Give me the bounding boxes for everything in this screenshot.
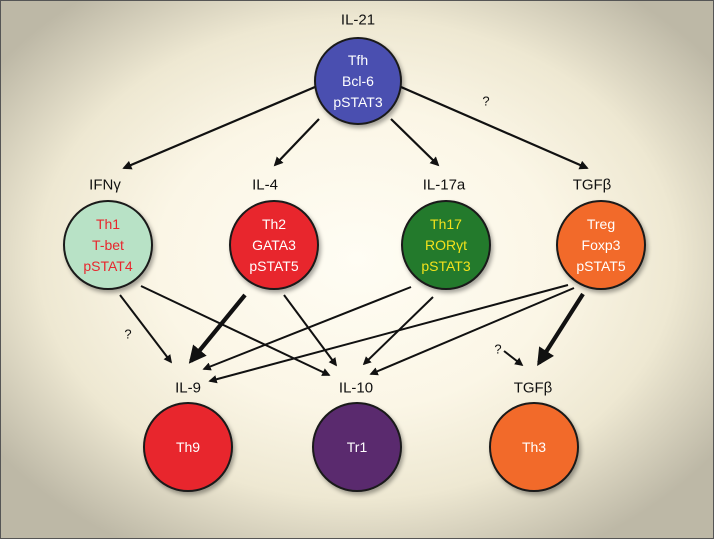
node-th2-line-1: Th2 [261,215,287,232]
node-th17-line-2: RORγt [425,236,467,253]
arrow-th1-to-th9 [119,294,173,364]
arrow-th2-to-th9 [188,293,247,364]
arrow-treg-to-th9 [208,284,569,384]
cytokine-label-il10: IL-10 [338,379,374,397]
cytokine-label-il17a: IL-17a [422,176,466,194]
question-mark-th3: ? [494,341,502,357]
cytokine-label-il9: IL-9 [175,379,201,397]
node-tr1: Tr1 [312,402,402,492]
node-tr1-line-1: Tr1 [346,438,368,455]
node-th3: Th3 [489,402,579,492]
node-th9: Th9 [143,402,233,492]
node-treg-line-3: pSTAT5 [576,257,626,274]
arrow-th17-to-th9 [202,286,412,371]
question-mark-tfh-treg: ? [482,93,490,109]
arrow-treg-to-th3 [537,292,585,366]
arrow-tfh-to-th17 [390,118,440,167]
cytokine-label-tgfb-bottom: TGFβ [513,379,553,397]
node-th2-line-3: pSTAT5 [249,257,299,274]
node-th17-line-3: pSTAT3 [421,257,471,274]
node-treg-line-1: Treg [586,215,616,232]
arrow-tfh-to-th1 [122,85,316,170]
node-tfh: Tfh Bcl-6 pSTAT3 [314,37,402,125]
arrow-tfh-to-treg [400,85,589,170]
arrow-tfh-to-th2 [273,118,320,167]
node-treg-line-2: Foxp3 [581,236,621,253]
node-th17-line-1: Th17 [430,215,462,232]
cytokine-label-ifng: IFNγ [89,176,121,194]
arrow-treg-to-tr1 [369,287,575,376]
cytokine-label-il21: IL-21 [340,11,376,29]
cytokine-label-tgfb-mid: TGFβ [572,176,612,194]
node-th1-line-2: T-bet [92,236,124,253]
question-mark-th1-th9: ? [124,326,132,342]
node-treg: Treg Foxp3 pSTAT5 [556,200,646,290]
node-th1-line-3: pSTAT4 [83,257,133,274]
node-th17: Th17 RORγt pSTAT3 [401,200,491,290]
node-th1-line-1: Th1 [95,215,121,232]
node-th3-line-1: Th3 [521,438,547,455]
arrow-unknown-to-th3 [503,350,524,367]
node-th9-line-1: Th9 [175,438,201,455]
node-tfh-line-2: Bcl-6 [342,72,374,89]
node-tfh-line-3: pSTAT3 [333,93,383,110]
arrow-th1-to-tr1 [140,285,331,376]
node-tfh-line-1: Tfh [347,51,369,68]
cytokine-label-il4: IL-4 [252,176,278,194]
node-th2: Th2 GATA3 pSTAT5 [229,200,319,290]
arrow-th2-to-tr1 [283,294,338,367]
node-th1: Th1 T-bet pSTAT4 [63,200,153,290]
node-th2-line-2: GATA3 [252,236,296,253]
